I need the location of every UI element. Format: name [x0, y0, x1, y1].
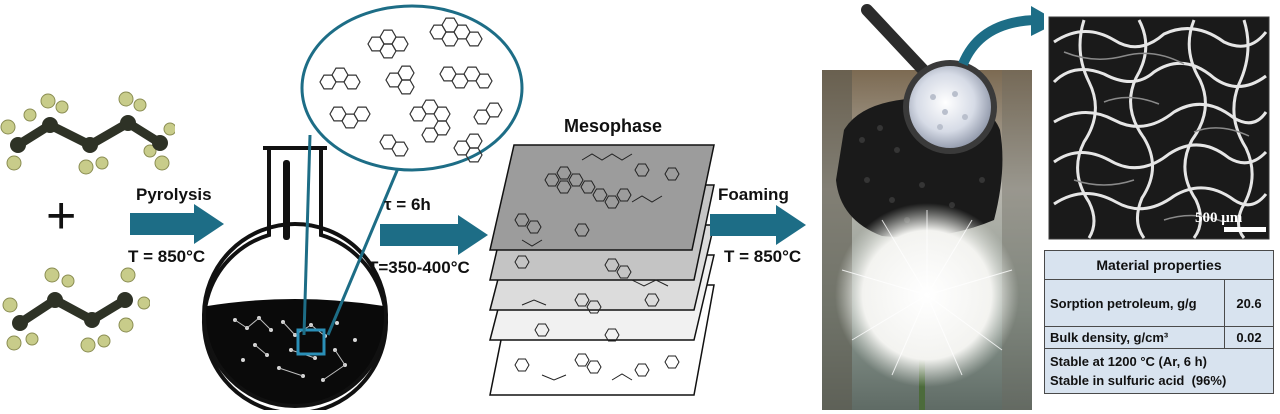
foaming-arrow	[710, 205, 806, 245]
foaming-label: Foaming	[718, 185, 789, 204]
pyrolysis-temp: T = 850°C	[128, 247, 206, 266]
pyrolysis-label: Pyrolysis	[136, 185, 212, 204]
sem-micrograph: 500 μm	[1044, 12, 1274, 244]
property-value-sorption: 20.6	[1224, 279, 1274, 327]
mesophase-arrow	[380, 215, 488, 255]
mesophase-label: Mesophase	[564, 116, 663, 136]
butane-molecule-top	[0, 91, 175, 175]
butane-molecule-bottom	[2, 267, 150, 353]
sem-scale-bar-label: 500 μm	[1195, 210, 1243, 226]
stability-note-acid: Stable in sulfuric acid (96%)	[1050, 373, 1227, 388]
properties-title: Material properties	[1044, 250, 1274, 280]
property-label-sorption: Sorption petroleum, g/g	[1044, 279, 1225, 327]
aromatic-zoom-bubble	[300, 4, 524, 172]
pyrolysis-arrow	[130, 204, 224, 244]
property-label-density: Bulk density, g/cm³	[1044, 326, 1225, 349]
mesophase-layer-stack	[489, 144, 715, 396]
reaction-flask	[202, 146, 388, 410]
stability-note-temperature: Stable at 1200 °C (Ar, 6 h)	[1050, 354, 1207, 369]
foaming-temp: T = 850°C	[724, 247, 802, 266]
plus-sign: +	[46, 187, 77, 245]
magnifier-icon	[861, 4, 997, 154]
property-value-density: 0.02	[1224, 326, 1274, 349]
material-properties-table: Material properties Sorption petroleum, …	[1044, 250, 1274, 394]
mesophase-time: τ = 6h	[384, 195, 431, 214]
mesophase-temp: T=350-400°C	[368, 258, 470, 277]
